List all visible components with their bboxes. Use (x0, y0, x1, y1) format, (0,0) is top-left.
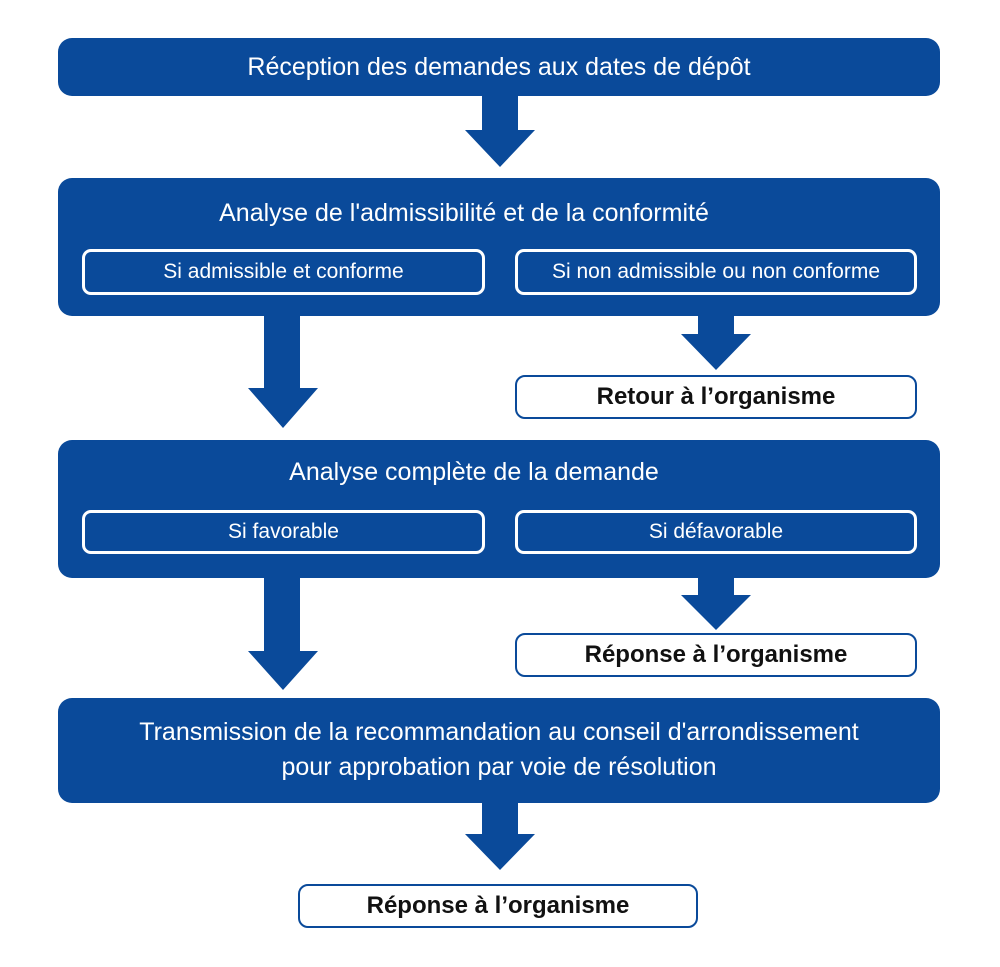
arrow-admissible-to-step3 (248, 316, 318, 428)
arrow-step1-to-step2 (465, 96, 535, 167)
option-defavorable: Si défavorable (515, 510, 917, 554)
outcome-response-after-analysis: Réponse à l’organisme (515, 633, 917, 677)
option-favorable: Si favorable (82, 510, 485, 554)
outcome-final-response: Réponse à l’organisme (298, 884, 698, 928)
step-full-analysis: Analyse complète de la demande Si favora… (58, 440, 940, 578)
step-admissibility-title: Analyse de l'admissibilité et de la conf… (219, 199, 709, 227)
step-full-analysis-title: Analyse complète de la demande (289, 458, 659, 486)
step-transmission-line1: Transmission de la recommandation au con… (139, 718, 859, 746)
step-reception-title: Réception des demandes aux dates de dépô… (247, 53, 751, 81)
step-transmission-line2: pour approbation par voie de résolution (281, 753, 717, 781)
step-transmission: Transmission de la recommandation au con… (58, 698, 940, 803)
option-non-admissible: Si non admissible ou non conforme (515, 249, 917, 295)
arrow-nonadmissible-to-return (681, 316, 751, 370)
option-admissible: Si admissible et conforme (82, 249, 485, 295)
arrow-defavorable-to-response (681, 578, 751, 630)
arrow-favorable-to-step4 (248, 578, 318, 690)
outcome-return-to-organization: Retour à l’organisme (515, 375, 917, 419)
step-reception: Réception des demandes aux dates de dépô… (58, 38, 940, 96)
step-admissibility: Analyse de l'admissibilité et de la conf… (58, 178, 940, 316)
arrow-step4-to-final (465, 803, 535, 870)
